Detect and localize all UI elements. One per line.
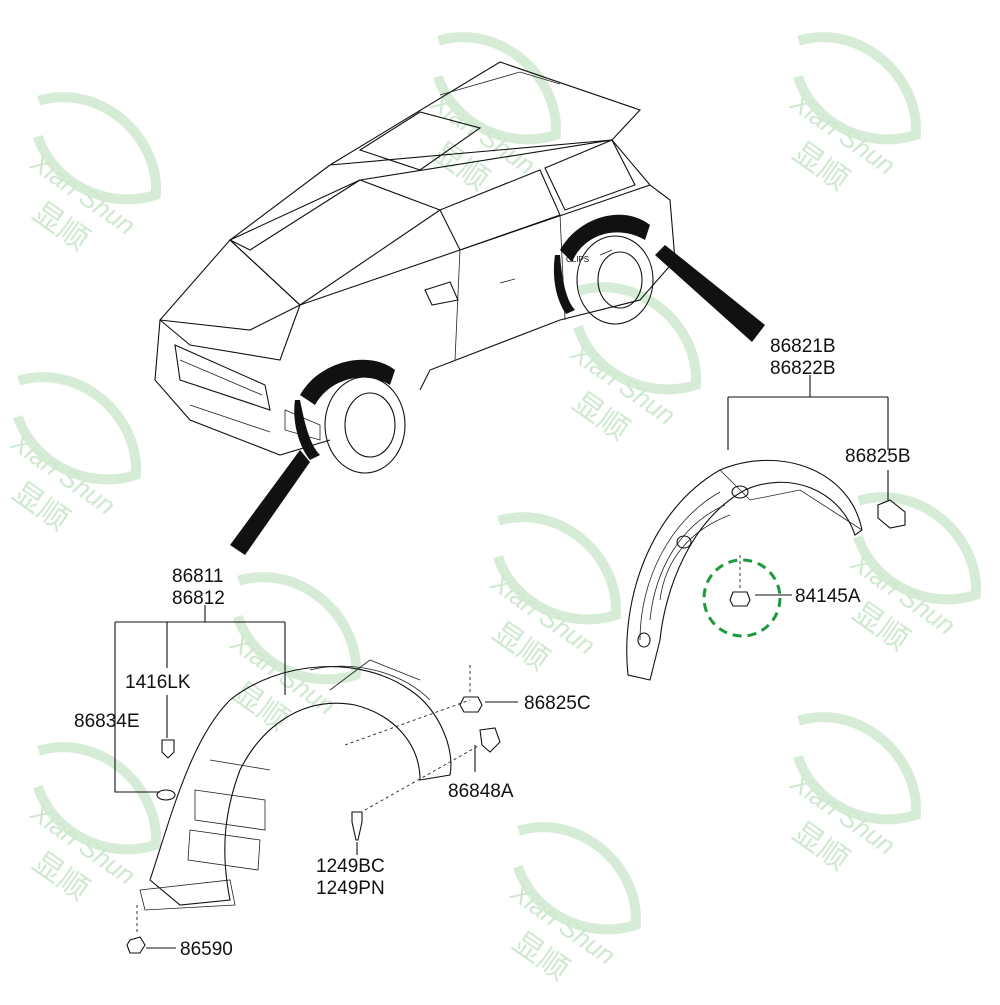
label-86825c: 86825C [524, 693, 591, 714]
label-86811: 86811 [172, 566, 223, 587]
rear-nut-part [729, 591, 751, 607]
watermark-layer: Xian Shun 显顺 Xian Shun 显顺 Xian Shun 显顺 X… [5, 32, 981, 987]
rear-callout-wedge [655, 245, 765, 342]
nut-86825c-part [459, 696, 483, 713]
sticker-text: CLIPS [566, 255, 589, 264]
front-callout-wedge [230, 450, 310, 555]
side-mirror [424, 281, 459, 306]
label-86825b: 86825B [845, 446, 911, 467]
clip-86848a-part [479, 727, 501, 753]
watermark-tile: Xian Shun 显顺 [565, 282, 701, 447]
clip-1416lk-part [161, 739, 175, 759]
watermark-tile: Xian Shun 显顺 [505, 822, 641, 987]
screw-part [351, 811, 363, 841]
watermark-tile: Xian Shun 显顺 [25, 92, 161, 257]
hood [159, 239, 301, 361]
label-86822b: 86822B [770, 358, 836, 379]
label-1249pn: 1249PN [316, 878, 385, 899]
highlight-circle [702, 558, 782, 638]
label-86812: 86812 [172, 588, 225, 609]
watermark-tile: Xian Shun 显顺 [785, 32, 921, 197]
suv-illustration: CLIPS [154, 61, 765, 555]
label-86590: 86590 [180, 939, 233, 960]
label-84145a: 84145A [795, 586, 861, 607]
front-wheel-guard-assembly [114, 605, 518, 954]
front-wheel-guard [149, 666, 452, 906]
fastener-86590-part [126, 936, 146, 954]
watermark-tile: Xian Shun 显顺 [785, 712, 921, 877]
label-86848a: 86848A [448, 781, 514, 802]
part-labels: 86821B 86822B 86825B 84145A 86811 86812 … [74, 336, 911, 960]
watermark-tile: Xian Shun 显顺 [25, 742, 161, 907]
front-grille [174, 344, 271, 411]
sunroof [358, 111, 482, 171]
rear-wheel-guard [626, 459, 863, 681]
label-1249bc: 1249BC [316, 856, 385, 877]
grommet-86834e-part [156, 789, 176, 801]
label-1416lk: 1416LK [125, 672, 191, 693]
watermark-tile: Xian Shun 显顺 [425, 32, 561, 197]
front-wheel [294, 359, 406, 474]
label-86821b: 86821B [770, 336, 836, 357]
rear-bracket-part [877, 499, 906, 529]
watermark-tile: Xian Shun 显顺 [845, 492, 981, 657]
rear-wheel-guard-assembly [626, 375, 906, 681]
label-86834e: 86834E [74, 711, 140, 732]
rear-wheel [553, 214, 654, 325]
watermark-tile: Xian Shun 显顺 [5, 372, 141, 537]
watermark-tile: Xian Shun 显顺 [485, 512, 621, 677]
